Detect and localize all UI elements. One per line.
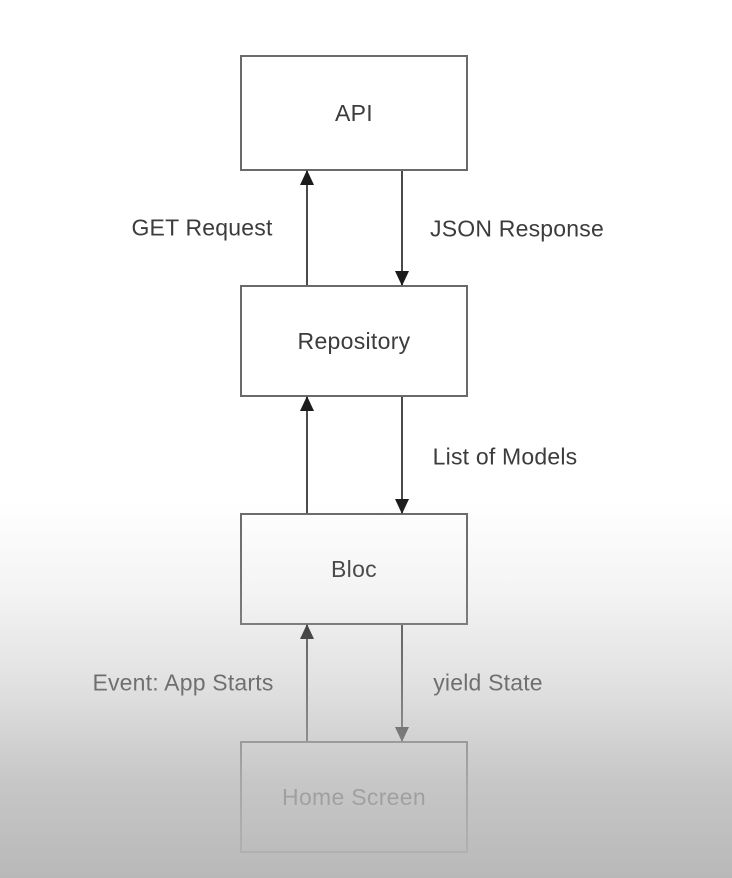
- node-home-screen: Home Screen: [240, 741, 468, 853]
- node-api: API: [240, 55, 468, 171]
- node-repository-label: Repository: [297, 327, 411, 354]
- arrowhead-down-icon: [395, 271, 409, 286]
- edge-label-event-app-starts: Event: App Starts: [92, 669, 274, 696]
- arrow-repository-to-api: [300, 170, 314, 285]
- arrow-api-to-repository: [395, 171, 409, 286]
- node-bloc: Bloc: [240, 513, 468, 625]
- edge-label-list-of-models: List of Models: [432, 443, 578, 470]
- arrow-home-screen-to-bloc: [300, 624, 314, 741]
- edge-label-json-response: JSON Response: [430, 215, 604, 242]
- arrow-repository-to-bloc: [395, 397, 409, 514]
- node-repository: Repository: [240, 285, 468, 397]
- arrowhead-up-icon: [300, 170, 314, 185]
- arrowhead-down-icon: [395, 727, 409, 742]
- arrowhead-up-icon: [300, 396, 314, 411]
- edge-label-yield-state: yield State: [433, 669, 543, 696]
- node-api-label: API: [335, 99, 373, 126]
- node-bloc-label: Bloc: [331, 555, 377, 582]
- edge-label-get-request: GET Request: [131, 214, 273, 241]
- arrow-bloc-to-repository: [300, 396, 314, 513]
- arrowhead-up-icon: [300, 624, 314, 639]
- arrowhead-down-icon: [395, 499, 409, 514]
- node-home-screen-label: Home Screen: [282, 783, 426, 810]
- arrow-bloc-to-home-screen: [395, 625, 409, 742]
